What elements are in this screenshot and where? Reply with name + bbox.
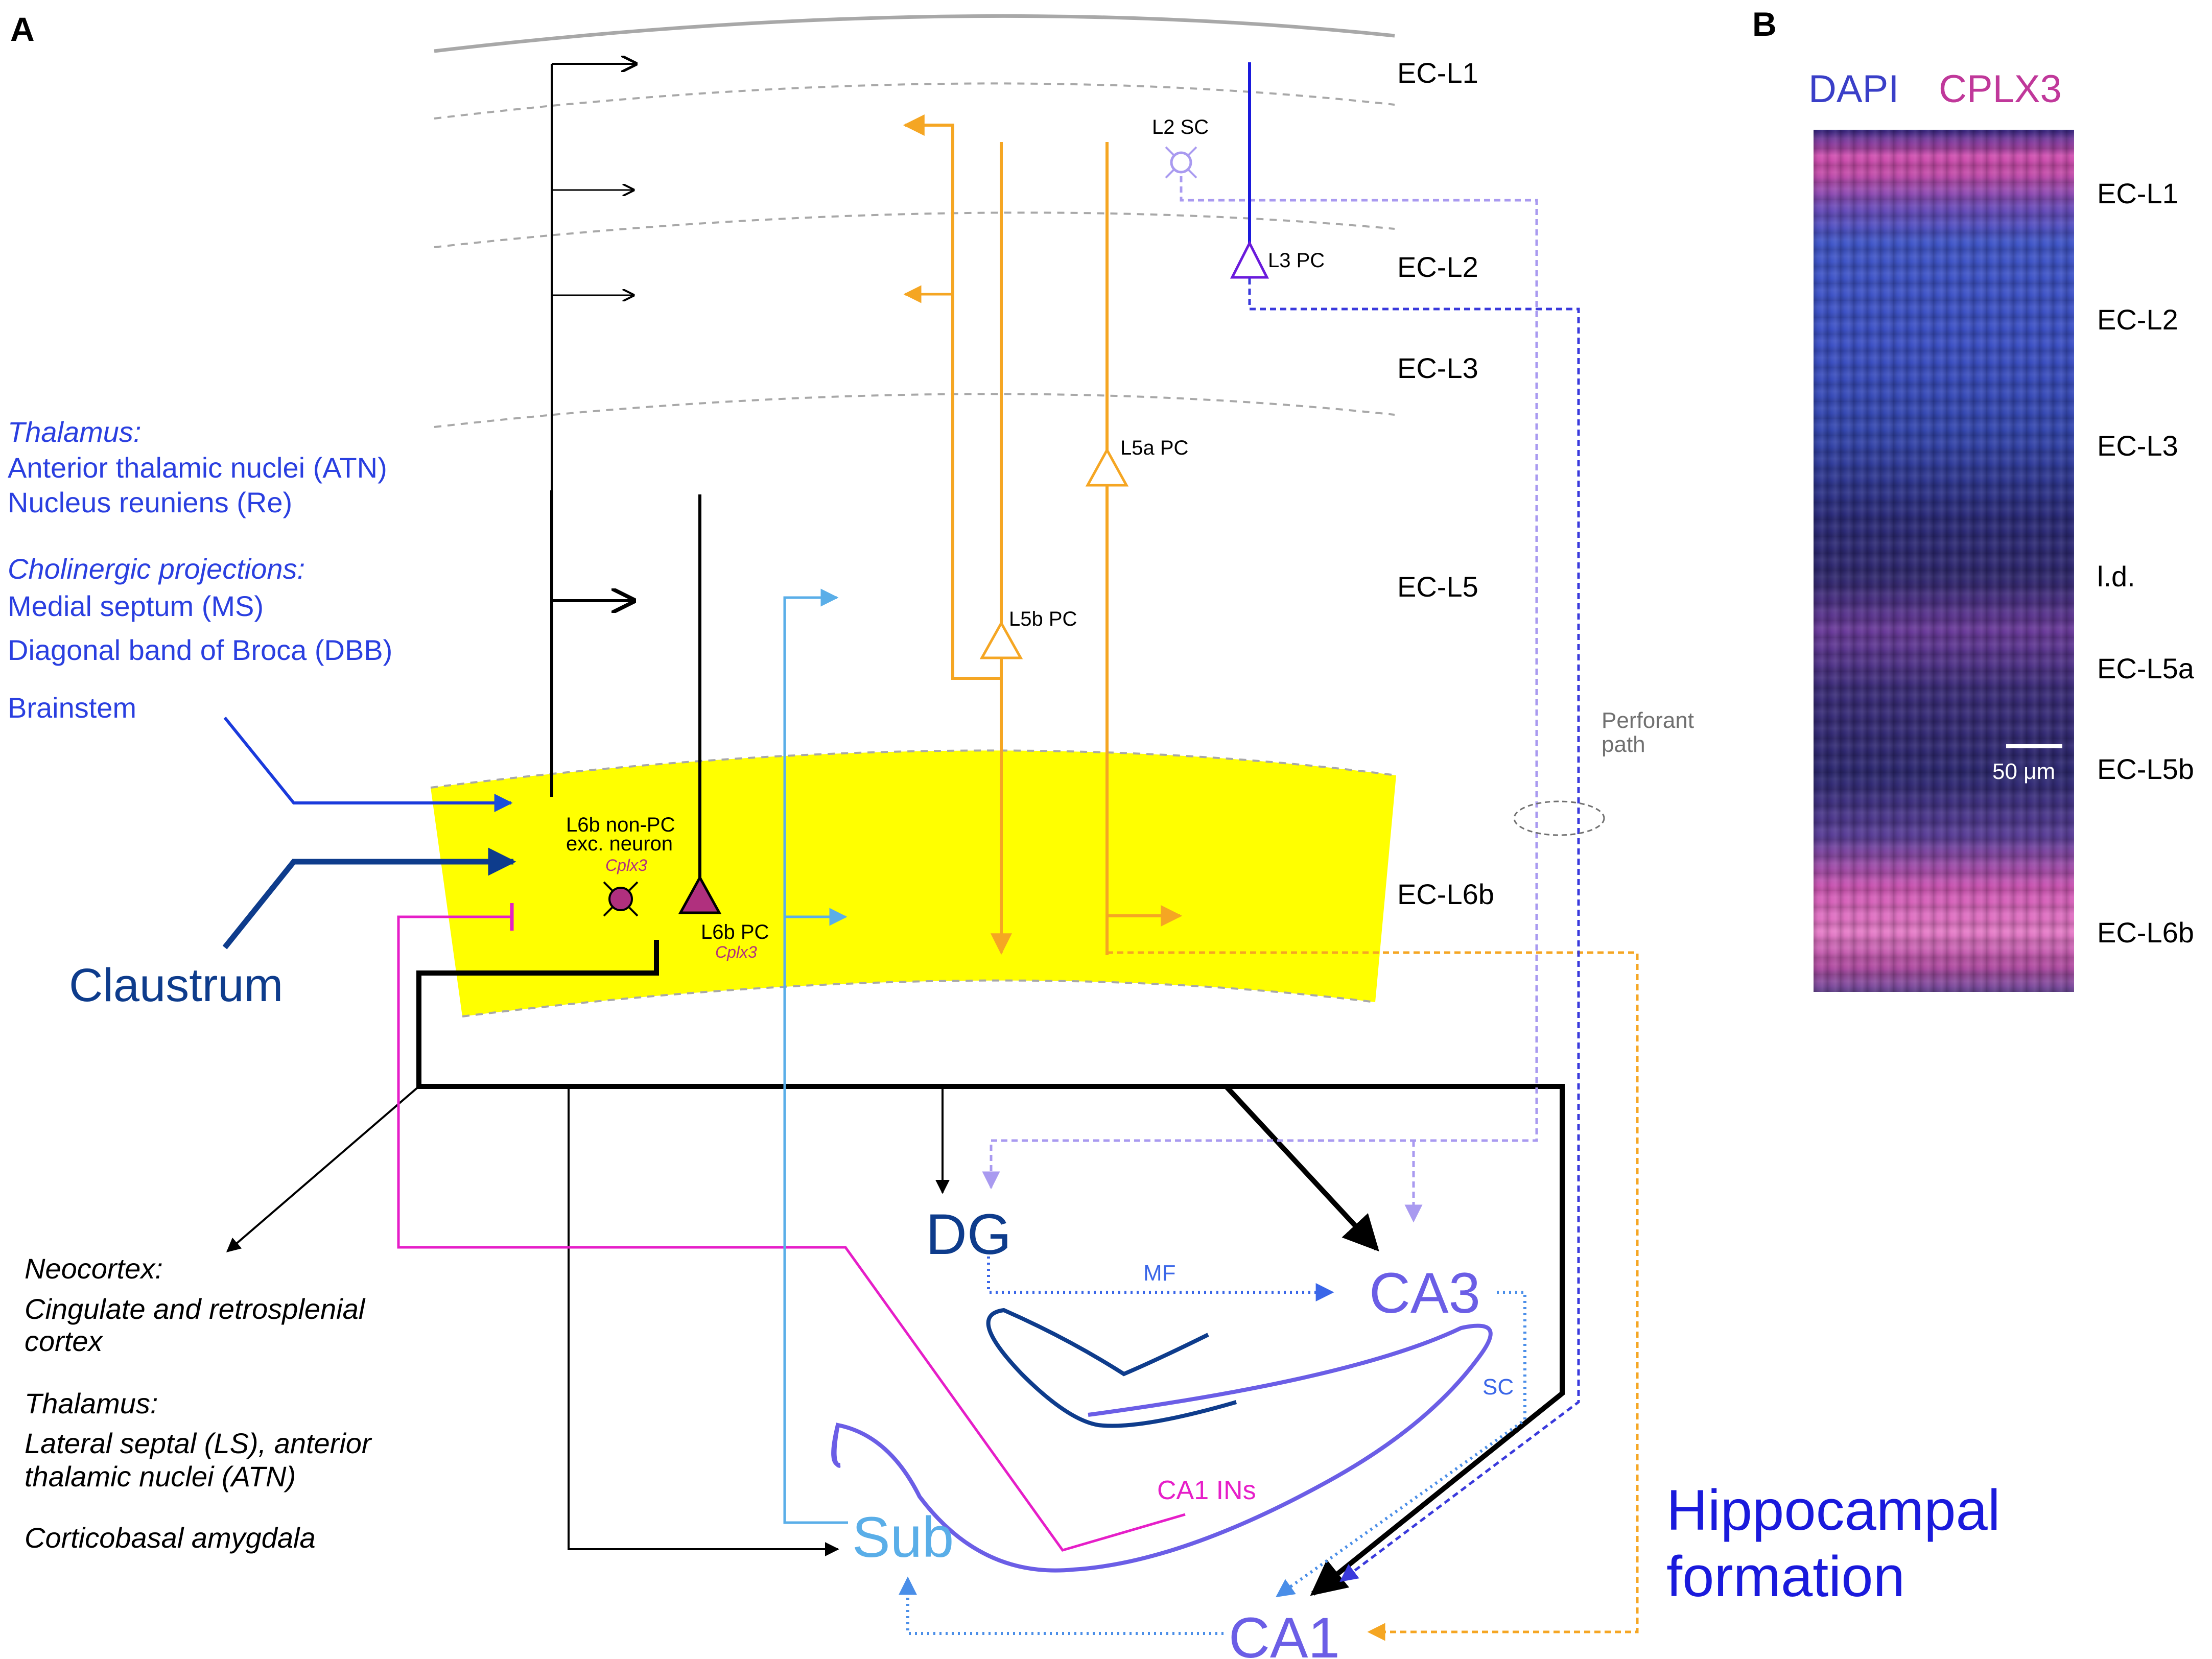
panel-b-layer-l1: EC-L1 <box>2097 177 2178 209</box>
l6b-nonpc-process-2 <box>628 881 639 891</box>
perforant-path-ring <box>1513 800 1605 836</box>
input-cholinergic-title: Cholinergic projections: <box>8 553 305 585</box>
l6b-pc-cplx3-label: Cplx3 <box>715 943 757 961</box>
l2-sc-label: L2 SC <box>1152 116 1209 138</box>
panel-b-layer-ld: l.d. <box>2097 560 2135 592</box>
l6b-band-bottom-border <box>462 979 1376 1017</box>
l5b-pc-soma <box>979 620 1023 659</box>
l2-sc-process-1 <box>1165 146 1175 156</box>
l6b-pc-label: L6b PC <box>701 921 769 943</box>
l2-sc-perforant-path <box>982 176 1538 1190</box>
ca1-to-sub-pathway <box>899 1576 1223 1635</box>
mf-pathway <box>987 1257 1334 1301</box>
layer-label-l2: EC-L2 <box>1397 251 1478 283</box>
panel-b-letter: B <box>1752 5 1777 43</box>
l3-pc-to-ca1 <box>1248 278 1580 1582</box>
l6b-nonpc-label-1: L6b non-PC <box>566 814 675 836</box>
input-claustrum: Claustrum <box>69 959 283 1011</box>
dg-curve <box>986 1308 1237 1428</box>
l6b-to-sub <box>568 1086 839 1556</box>
layer-boundary-l1-l2 <box>434 82 1395 120</box>
cortex-surface-line <box>434 14 1395 53</box>
layer-label-l6b: EC-L6b <box>1397 878 1494 910</box>
l2-sc-process-3 <box>1165 169 1175 179</box>
sc-pathway <box>1276 1291 1526 1598</box>
l6b-band-top-border <box>430 749 1397 789</box>
l5a-pc-label: L5a PC <box>1120 437 1188 459</box>
output-neocortex-title: Neocortex: <box>25 1252 163 1285</box>
panel-b-layer-l3: EC-L3 <box>2097 430 2178 462</box>
ca1-label: CA1 <box>1229 1606 1340 1659</box>
ca3-ca1-curve <box>832 1323 1493 1573</box>
panel-b-layer-l6b: EC-L6b <box>2097 916 2194 949</box>
l3-pc-soma <box>1230 240 1269 279</box>
panel-a-letter: A <box>10 10 35 48</box>
panel-b-layer-l5a: EC-L5a <box>2097 652 2195 684</box>
l6b-to-ca3 <box>1224 1084 1379 1252</box>
layer-label-l1: EC-L1 <box>1397 57 1478 89</box>
input-brainstem: Brainstem <box>8 692 136 724</box>
perforant-path-label-2: path <box>1602 732 1645 757</box>
l5a-pc-to-ca1 <box>1107 951 1639 1641</box>
input-dbb: Diagonal band of Broca (DBB) <box>8 634 392 666</box>
micrograph-texture <box>1814 130 2074 992</box>
l6b-nonpc-process-1 <box>603 881 613 891</box>
output-amygdala: Corticobasal amygdala <box>25 1522 316 1554</box>
layer-label-l5: EC-L5 <box>1397 571 1478 603</box>
hippocampal-label-2: formation <box>1666 1545 1905 1608</box>
sub-label: Sub <box>852 1505 954 1569</box>
input-thalamus-title: Thalamus: <box>8 416 141 448</box>
mf-label: MF <box>1143 1261 1176 1286</box>
stain-dapi-label: DAPI <box>1808 67 1899 111</box>
l2-sc-process-2 <box>1187 146 1197 156</box>
perforant-path-label-1: Perforant <box>1602 708 1694 733</box>
output-cingulate-line2: cortex <box>25 1325 103 1357</box>
input-re: Nucleus reuniens (Re) <box>8 486 292 518</box>
l6b-nonpc-process-4 <box>628 907 639 917</box>
ca1-ins-label: CA1 INs <box>1157 1476 1256 1505</box>
l2-sc-process-4 <box>1187 169 1197 179</box>
sc-label: SC <box>1482 1374 1514 1400</box>
panel-b-layer-l2: EC-L2 <box>2097 303 2178 336</box>
panel-b-layer-l5b: EC-L5b <box>2097 753 2194 785</box>
l6b-nonpc-soma <box>608 887 633 911</box>
input-atn: Anterior thalamic nuclei (ATN) <box>8 452 387 484</box>
l6b-nonpc-cplx3-label: Cplx3 <box>605 856 647 874</box>
l6b-nonpc-label-2: exc. neuron <box>566 833 673 855</box>
l6b-to-neocortex <box>226 1085 420 1252</box>
brainstem-arrow <box>223 717 513 812</box>
l6b-nonpc-process-3 <box>603 907 613 917</box>
l5a-pc-soma <box>1085 447 1129 487</box>
micrograph-image: 50 μm <box>1814 130 2074 992</box>
hippocampal-label-1: Hippocampal <box>1666 1478 2001 1542</box>
layer-boundary-l3-l5 <box>434 393 1395 428</box>
input-ms: Medial septum (MS) <box>8 590 264 622</box>
ca3-label: CA3 <box>1369 1261 1480 1325</box>
layer-label-l3: EC-L3 <box>1397 352 1478 384</box>
output-ls-line2: thalamic nuclei (ATN) <box>25 1460 296 1492</box>
l6b-pc-soma <box>678 874 722 914</box>
output-thalamus-title: Thalamus: <box>25 1387 158 1419</box>
ca1-inner-curve <box>831 1425 841 1467</box>
sub-to-l5-path <box>783 588 848 1524</box>
l2-sc-soma <box>1170 151 1192 174</box>
claustrum-arrow <box>222 847 516 950</box>
output-cingulate-line1: Cingulate and retrosplenial <box>25 1293 366 1325</box>
layer-boundary-l2-l3 <box>434 211 1395 248</box>
l5b-pc-axon-left <box>903 114 1001 680</box>
scale-bar-label: 50 μm <box>1992 759 2056 784</box>
output-ls-line1: Lateral septal (LS), anterior <box>25 1427 372 1459</box>
l5b-pc-label: L5b PC <box>1009 608 1077 630</box>
dg-label: DG <box>926 1202 1011 1266</box>
l6b-band <box>431 750 1396 1016</box>
scale-bar <box>2006 744 2062 748</box>
stain-cplx3-label: CPLX3 <box>1939 67 2062 111</box>
l3-pc-label: L3 PC <box>1268 249 1325 272</box>
ca1-ins-path <box>397 915 1186 1552</box>
